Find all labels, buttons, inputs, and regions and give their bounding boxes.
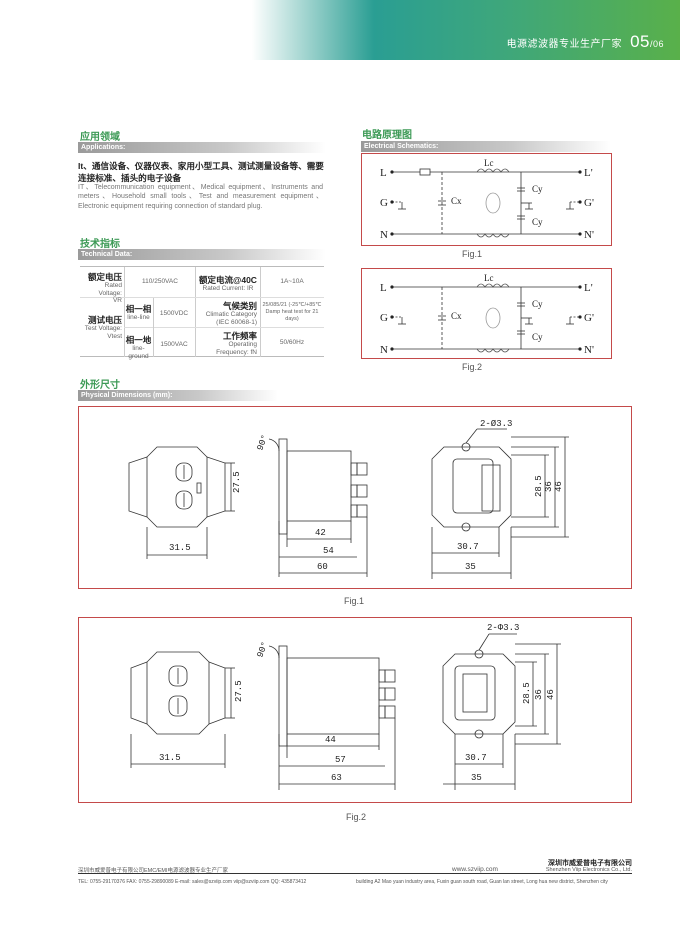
fig1-back-h1: 28.5 (534, 475, 544, 497)
fig2-back-w1: 30.7 (465, 753, 487, 763)
footer-website: www.szviip.com (452, 866, 498, 873)
fig2-side-c: 63 (331, 773, 342, 783)
footer-company-en: Shenzhen Viip Electronics Co., Ltd. (545, 867, 632, 873)
fig2-hole: 2-Φ3.3 (487, 623, 519, 633)
fig1-side-c: 60 (317, 562, 328, 572)
footer-company-cn-right: 深圳市威爱普电子有限公司 (548, 860, 632, 867)
label-Cy1-2: Cy (532, 299, 543, 309)
applications-text-en: IT、Telecommunication equipment、Medical e… (78, 184, 323, 210)
dimensions-bar: Physical Dimensions (mm): (78, 390, 278, 401)
footer-company-cn: 深圳市威爱普电子有限公司EMC/EMI电源滤波器专业生产厂家 (78, 868, 229, 874)
header-title: 电源滤波器专业生产厂家 (506, 39, 623, 50)
dimension-fig1-drawing: 90° 31.5 27.5 42 54 60 2-Ø3.3 28.5 36 46… (128, 419, 569, 579)
fig1-angle: 90° (255, 433, 270, 452)
label-Lc: Lc (484, 158, 494, 168)
label-Lc-2: Lc (484, 273, 494, 283)
fig1-side-b: 54 (323, 546, 334, 556)
label-Cy2: Cy (532, 217, 543, 227)
fig1-back-w1: 30.7 (457, 542, 479, 552)
line-ground-value: 1500VAC (160, 341, 188, 348)
label-Np: N' (584, 229, 594, 241)
schematic-fig2: L G N L' G' N' Lc Cx Cy Cy (361, 268, 612, 359)
fig2-angle: 90° (255, 640, 270, 659)
label-Cx: Cx (451, 196, 462, 206)
label-G: G (380, 197, 388, 209)
label-N-2: N (380, 344, 388, 356)
schematics-bar: Electrical Schematics: (361, 141, 611, 152)
technical-title: 技术指标 (80, 239, 120, 250)
page-total: /06 (649, 39, 664, 49)
applications-text-cn: It、通信设备、仪器仪表、家用小型工具、测试测量设备等、需要连接标准、插头的电子… (78, 161, 324, 183)
fig1-back-h3: 46 (554, 481, 564, 492)
dimension-fig1-frame: 90° 31.5 27.5 42 54 60 2-Ø3.3 28.5 36 46… (78, 406, 632, 589)
fig2-front-width: 31.5 (159, 753, 181, 763)
applications-title: 应用领域 (80, 132, 120, 143)
frequency-value: 50/60Hz (279, 339, 305, 346)
label-L-2: L (380, 282, 387, 294)
label-Lp: L' (584, 167, 593, 179)
page-number: 05 (630, 32, 650, 51)
fig2-back-w2: 35 (471, 773, 482, 783)
fig1-front-width: 31.5 (169, 543, 191, 553)
label-N: N (380, 229, 388, 241)
label-Cy2-2: Cy (532, 332, 543, 342)
label-Gp: G' (584, 197, 594, 209)
label-Cx-2: Cx (451, 311, 462, 321)
applications-bar: Applications: (78, 142, 326, 153)
rated-voltage-value: 110/250VAC (142, 278, 178, 285)
header-title-group: 电源滤波器专业生产厂家 05/06 (507, 32, 664, 52)
fig1-back-h2: 36 (544, 481, 554, 492)
dimension-fig2-frame: 90° 31.5 27.5 44 57 63 2-Φ3.3 28.5 36 46… (78, 617, 632, 803)
schematics-title: 电路原理图 (362, 130, 412, 141)
rated-current-value: 1A~10A (280, 278, 304, 285)
label-Gp-2: G' (584, 312, 594, 324)
fig2-front-height: 27.5 (234, 680, 244, 702)
schematic-fig2-caption: Fig.2 (462, 362, 483, 372)
fig2-back-h3: 46 (546, 689, 556, 700)
dimension-fig2-caption: Fig.2 (346, 812, 367, 822)
climatic-value: 25/085/21 (-25℃/+85℃ Damp heat test for … (262, 302, 322, 322)
fig1-hole: 2-Ø3.3 (480, 419, 512, 429)
footer-address: building A2 Mao yuan industry area, Fuxi… (356, 879, 608, 885)
footer-divider (78, 873, 632, 874)
dimensions-title: 外形尺寸 (80, 380, 120, 391)
label-Lp-2: L' (584, 282, 593, 294)
label-L: L (380, 167, 387, 179)
schematic-fig2-drawing: L G N L' G' N' Lc Cx Cy Cy (380, 273, 594, 356)
fig2-side-b: 57 (335, 755, 346, 765)
header-banner: 电源滤波器专业生产厂家 05/06 (0, 0, 680, 60)
dimension-fig1-caption: Fig.1 (344, 596, 365, 606)
label-G-2: G (380, 312, 388, 324)
label-Cy1: Cy (532, 184, 543, 194)
footer-contact: TEL: 0755-29170376 FAX: 0755-29890089 E-… (78, 879, 307, 885)
line-line-value: 1500VDC (159, 310, 189, 317)
schematic-fig1-drawing: L G N L' G' N' Lc Cx Cy Cy (380, 158, 594, 241)
label-Np-2: N' (584, 344, 594, 356)
fig1-back-w2: 35 (465, 562, 476, 572)
dimension-fig2-drawing: 90° 31.5 27.5 44 57 63 2-Φ3.3 28.5 36 46… (130, 623, 561, 790)
fig1-side-a: 42 (315, 528, 326, 538)
fig2-back-h2: 36 (534, 689, 544, 700)
fig2-side-a: 44 (325, 735, 336, 745)
technical-bar: Technical Data: (78, 249, 326, 260)
schematic-fig1-caption: Fig.1 (462, 249, 483, 259)
fig2-back-h1: 28.5 (522, 682, 532, 704)
schematic-fig1: L G N L' G' N' Lc Cx Cy Cy (361, 153, 612, 246)
fig1-front-height: 27.5 (232, 471, 242, 493)
